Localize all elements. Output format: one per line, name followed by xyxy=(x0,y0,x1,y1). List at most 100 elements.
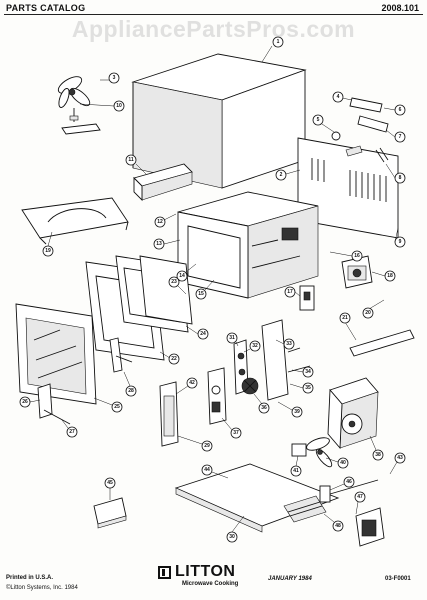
catalog-title: PARTS CATALOG xyxy=(6,3,86,13)
callout-28: 28 xyxy=(123,371,137,397)
svg-text:41: 41 xyxy=(293,468,299,474)
svg-text:38: 38 xyxy=(375,452,381,458)
svg-text:8: 8 xyxy=(399,175,402,181)
svg-text:42: 42 xyxy=(189,380,195,386)
svg-text:22: 22 xyxy=(171,356,177,362)
svg-text:27: 27 xyxy=(69,429,75,435)
callout-18: 18 xyxy=(371,270,396,282)
callout-9: 9 xyxy=(394,227,406,248)
callout-11: 11 xyxy=(125,154,147,175)
stirrer-shaft xyxy=(61,108,101,135)
cooling-fan xyxy=(306,437,333,468)
svg-text:46: 46 xyxy=(346,479,352,485)
callout-35: 35 xyxy=(289,382,314,394)
callout-12: 12 xyxy=(154,213,177,228)
callout-4: 4 xyxy=(332,91,353,103)
callout-14: 14 xyxy=(176,263,197,282)
callout-10: 10 xyxy=(79,100,125,112)
callout-48: 48 xyxy=(323,513,344,532)
callout-25: 25 xyxy=(93,397,123,413)
callout-47: 47 xyxy=(354,491,366,515)
svg-text:35: 35 xyxy=(305,385,311,391)
callout-23: 23 xyxy=(168,276,187,295)
svg-text:21: 21 xyxy=(342,315,348,321)
callout-26: 26 xyxy=(19,396,41,408)
svg-text:11: 11 xyxy=(128,157,134,163)
transformer xyxy=(355,507,385,547)
control-panel-parts xyxy=(159,319,311,447)
printed-in-note: Printed in U.S.A. xyxy=(6,575,54,581)
callout-2: 2 xyxy=(275,169,301,181)
svg-text:48: 48 xyxy=(335,523,341,529)
svg-text:36: 36 xyxy=(261,405,267,411)
brand-subtitle: Microwave Cooking xyxy=(182,581,239,587)
callout-46: 46 xyxy=(329,476,355,491)
callout-16: 16 xyxy=(329,250,363,262)
svg-text:16: 16 xyxy=(354,253,360,259)
copyright-note: ©Litton Systems, Inc. 1984 xyxy=(6,585,78,591)
callout-39: 39 xyxy=(277,401,303,418)
callout-17: 17 xyxy=(284,286,301,298)
fan-blade xyxy=(57,76,91,108)
svg-text:31: 31 xyxy=(229,335,235,341)
oven-bottom-plate xyxy=(21,197,129,245)
svg-text:19: 19 xyxy=(45,248,51,254)
callout-30: 30 xyxy=(226,515,245,543)
brand-name: LITTON xyxy=(175,563,236,580)
callout-45: 45 xyxy=(104,477,116,500)
callout-29: 29 xyxy=(177,435,213,452)
svg-text:5: 5 xyxy=(317,117,320,123)
interlock-switch xyxy=(299,285,315,311)
svg-text:30: 30 xyxy=(229,534,235,540)
door-latch xyxy=(37,337,133,425)
callout-31: 31 xyxy=(226,332,239,347)
svg-text:45: 45 xyxy=(107,480,113,486)
blower-assembly xyxy=(327,377,379,450)
callout-42: 42 xyxy=(175,377,198,395)
callout-32: 32 xyxy=(243,340,261,353)
svg-text:33: 33 xyxy=(286,341,292,347)
door-inner-frame xyxy=(85,255,193,361)
callout-3: 3 xyxy=(100,72,120,84)
svg-text:10: 10 xyxy=(116,103,122,109)
trim-strip xyxy=(349,329,415,357)
callout-20: 20 xyxy=(362,299,385,319)
svg-text:43: 43 xyxy=(397,455,403,461)
svg-text:12: 12 xyxy=(157,219,163,225)
callout-33: 33 xyxy=(275,338,295,350)
svg-text:29: 29 xyxy=(204,443,210,449)
watermark: AppliancePartsPros.com xyxy=(71,16,356,42)
catalog-code: 03-F0001 xyxy=(385,576,411,582)
svg-text:32: 32 xyxy=(252,343,258,349)
svg-text:3: 3 xyxy=(113,75,116,81)
svg-text:13: 13 xyxy=(156,241,162,247)
header-rule xyxy=(4,14,423,15)
magnetron xyxy=(341,255,373,289)
svg-text:25: 25 xyxy=(114,404,120,410)
svg-text:6: 6 xyxy=(399,107,402,113)
callout-43: 43 xyxy=(389,452,406,475)
callout-36: 36 xyxy=(253,393,270,414)
svg-text:24: 24 xyxy=(200,331,206,337)
svg-text:34: 34 xyxy=(305,369,311,375)
callout-37: 37 xyxy=(221,417,242,439)
outer-door xyxy=(15,303,97,405)
callout-27: 27 xyxy=(61,419,78,438)
litton-logo-icon xyxy=(158,566,171,579)
callout-22: 22 xyxy=(159,351,180,365)
svg-text:39: 39 xyxy=(294,409,300,415)
callout-1: 1 xyxy=(261,36,284,63)
callout-21: 21 xyxy=(339,312,357,341)
svg-text:4: 4 xyxy=(337,94,340,100)
relay xyxy=(291,443,307,457)
callout-34: 34 xyxy=(291,366,314,378)
svg-text:26: 26 xyxy=(22,399,28,405)
svg-text:7: 7 xyxy=(399,134,402,140)
svg-text:44: 44 xyxy=(204,467,210,473)
svg-text:23: 23 xyxy=(171,279,177,285)
callout-8: 8 xyxy=(385,163,406,184)
callout-24: 24 xyxy=(185,325,209,340)
rear-panel xyxy=(297,137,399,239)
